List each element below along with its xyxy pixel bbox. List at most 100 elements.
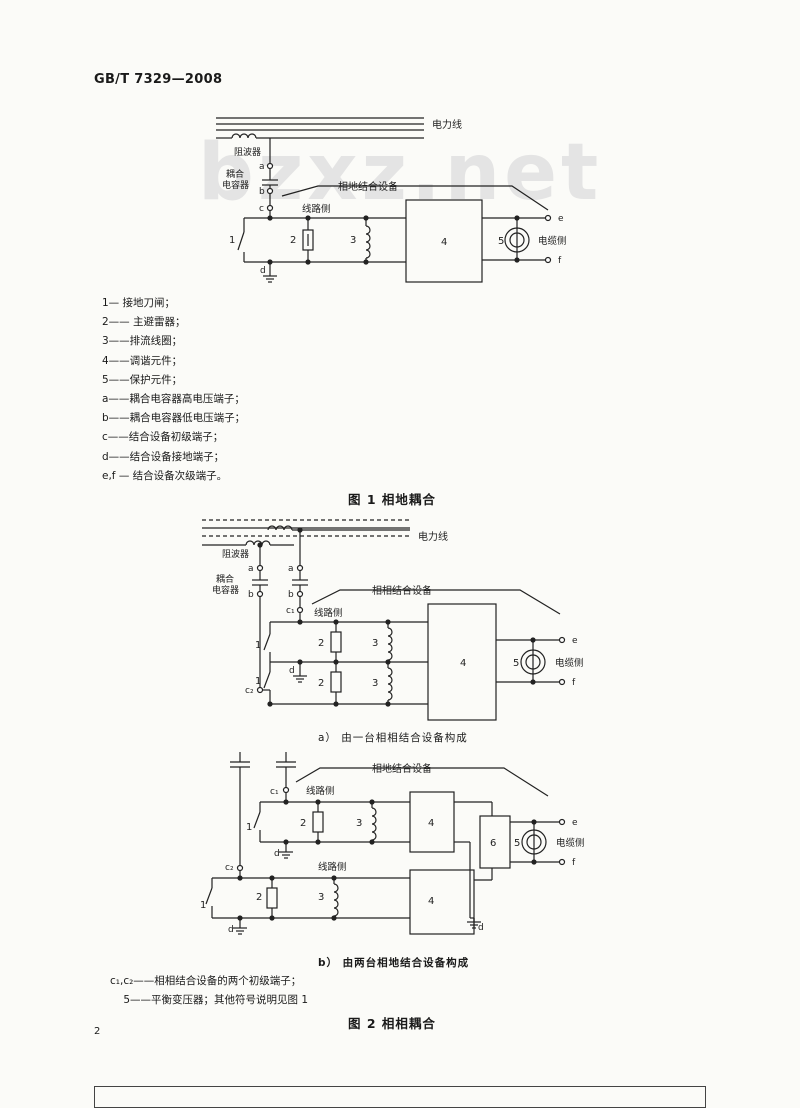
label-1: 1 [255,640,261,651]
page-number: 2 [94,1026,101,1037]
label-1: 1 [200,900,206,911]
figure-1-caption: 图 1 相地耦合 [348,492,436,507]
terminal-b-2: b [288,590,294,600]
equipment-bracket [281,185,549,211]
drain-coil [365,225,371,259]
label-1: 1 [229,235,235,246]
label-4: 4 [441,237,447,248]
terminal-f: f [572,858,576,868]
wave-trap-label: 阻波器 [234,146,261,158]
legend-item: b——耦合电容器低电压端子； [102,412,246,425]
terminal-c2: c₂ [245,686,254,696]
label-3: 3 [350,235,356,246]
line-side-label-2: 线路侧 [318,861,347,873]
label-3: 3 [318,892,324,903]
terminal-b: b [259,187,265,197]
equipment-bracket [311,589,561,615]
label-3: 3 [372,638,378,649]
label-6: 6 [490,838,496,849]
terminal-e: e [572,818,578,828]
cable-side-label: 电缆侧 [538,235,567,247]
terminal-a-2: a [288,564,294,574]
power-line-label: 电力线 [432,118,462,131]
terminal-d: d [289,666,295,676]
label-2: 2 [290,235,296,246]
figure-2-caption: 图 2 相相耦合 [348,1016,436,1031]
legend-item: 4——调谐元件； [102,354,183,367]
line-side-label: 线路侧 [302,203,331,215]
equipment-bracket [295,767,549,797]
line-side-label: 线路侧 [314,607,343,619]
figure-1-legend: 1— 接地刀闸； 2—— 主避雷器； 3——排流线圈； 4——调谐元件； 5——… [102,294,245,486]
equipment-label: 相地结合设备 [372,762,432,775]
label-5: 5 [498,236,504,247]
label-3: 3 [372,678,378,689]
cable-side-label: 电缆侧 [555,657,584,669]
figure-1-diagram: 电力线 阻波器 a b c 耦合电容器 相地结合设备 线路侧 1 2 3 d [216,117,567,283]
line-side-label: 线路侧 [306,785,335,797]
equipment-label: 相相结合设备 [372,584,432,597]
label-2: 2 [318,678,324,689]
power-line-label: 电力线 [418,530,448,543]
tuning-unit-2 [409,869,475,935]
terminal-f: f [558,256,562,266]
legend-item: 5——平衡变压器；其他符号说明见图 1 [110,994,309,1006]
figure-2b-subcaption: b） 由两台相地结合设备构成 [318,957,470,969]
equipment-label: 相地结合设备 [338,180,398,193]
terminal-f: f [572,678,576,688]
tuning-unit [409,791,455,853]
label-3: 3 [356,818,362,829]
terminal-d: d [274,849,280,859]
terminal-c: c [259,204,264,214]
balancing-transformer [479,815,511,869]
legend-item: c——结合设备初级端子； [102,431,224,444]
wave-trap-coil [216,133,424,139]
wave-trap-coil [245,540,271,546]
legend-item: 2—— 主避雷器； [102,316,186,329]
label-5: 5 [513,658,519,669]
terminal-e: e [558,214,564,224]
label-2: 2 [318,638,324,649]
standard-number: GB/T 7329—2008 [94,72,223,87]
terminal-b: b [248,590,254,600]
label-4: 4 [460,658,466,669]
legend-item: c₁,c₂——相相结合设备的两个初级端子； [110,975,302,987]
label-1: 1 [246,822,252,833]
terminal-c1: c₁ [270,787,279,797]
terminal-c1: c₁ [286,606,295,616]
terminal-d-2: d [228,925,234,935]
figure-2b-diagram: c₁ 相地结合设备 线路侧 1 2 3 d 4 c₂ 线路侧 1 2 3 d 4… [200,752,585,935]
figure-2a-subcaption: a） 由一台相相结合设备构成 [318,732,468,744]
terminal-a: a [259,162,265,172]
legend-item: 1— 接地刀闸； [102,297,176,309]
power-line [216,117,424,131]
terminal-e: e [572,636,578,646]
legend-item: d——结合设备接地端子； [102,450,225,463]
label-1: 1 [255,676,261,687]
power-line [202,519,410,537]
watermark: bzxz.net [198,128,603,218]
terminal-a: a [248,564,254,574]
tuning-unit [405,199,483,283]
label-4: 4 [428,896,434,907]
earthing-switch [237,231,245,251]
cable-side-label: 电缆侧 [556,837,585,849]
legend-item: e,f — 结合设备次级端子。 [102,469,228,482]
wave-trap-label: 阻波器 [222,548,249,560]
legend-item: a——耦合电容器高电压端子； [102,393,245,406]
terminal-d-3: d [478,923,484,933]
figure-2-legend: c₁,c₂——相相结合设备的两个初级端子； 5——平衡变压器；其他符号说明见图 … [110,972,308,1010]
label-2: 2 [300,818,306,829]
tuning-unit [427,603,497,721]
coupling-capacitor-label: 耦合电容器 [212,573,239,596]
legend-item: 3——排流线圈； [102,335,183,348]
label-2: 2 [256,892,262,903]
coupling-capacitor-label: 耦合电容器 [222,168,249,191]
legend-item: 5——保护元件； [102,373,183,386]
bottom-frame [94,1086,706,1108]
terminal-d: d [260,266,266,276]
label-5: 5 [514,838,520,849]
label-4: 4 [428,818,434,829]
terminal-c2: c₂ [225,863,234,873]
figure-2a-diagram: 电力线 阻波器 a b 耦合电容器 a b c₁ 相相结合设备 线路侧 1 1 … [202,519,584,721]
